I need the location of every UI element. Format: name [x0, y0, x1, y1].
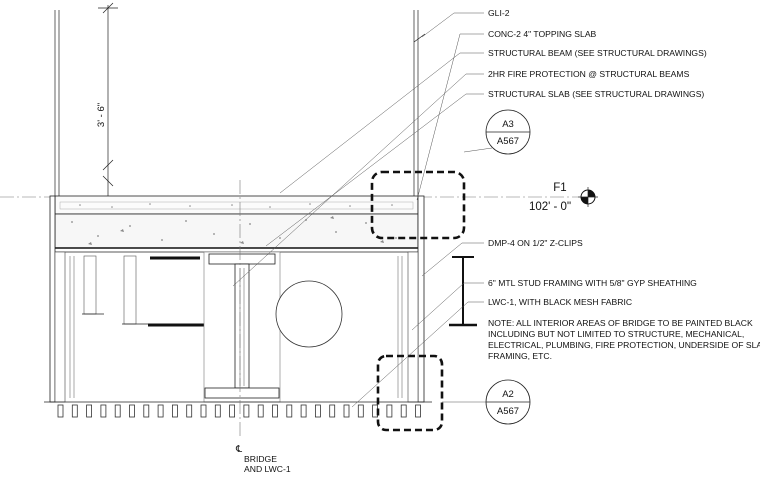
note-gli: GLI-2: [488, 8, 510, 18]
centerline-symbol: ℄: [235, 444, 243, 455]
detail-callout-box-a3[interactable]: [370, 170, 466, 240]
mesh-fabric: [44, 401, 432, 418]
mesh-clip: [171, 404, 178, 418]
note-paint-line-2: INCLUDING BUT NOT LIMITED TO STRUCTURE, …: [488, 329, 744, 339]
leader-lines: [232, 12, 493, 408]
note-dmp: DMP-4 ON 1/2" Z-CLIPS: [488, 238, 583, 248]
mesh-clip: [257, 404, 264, 418]
mesh-clip: [129, 404, 135, 418]
mesh-clip: [214, 404, 221, 418]
level-target-icon: [578, 187, 598, 207]
level-name: F1: [553, 182, 566, 194]
mesh-clip: [357, 404, 364, 418]
mesh-clip: [272, 404, 278, 418]
concrete-hatch: [71, 203, 397, 245]
guardrail-left: [54, 10, 60, 196]
note-lwc: LWC-1, WITH BLACK MESH FABRIC: [488, 297, 632, 307]
detail-tag-a2[interactable]: A2 A567: [485, 379, 531, 425]
mesh-clip: [329, 404, 336, 418]
mesh-clip: [243, 404, 250, 418]
annotation-notes: GLI-2 CONC-2 4" TOPPING SLAB STRUCTURAL …: [488, 8, 760, 361]
centerline-line-1: BRIDGE: [244, 454, 277, 464]
structural-beam: [203, 251, 281, 403]
mesh-clip: [86, 404, 92, 418]
mesh-clip: [300, 404, 307, 418]
dimension-line: 3' - 6": [96, 2, 118, 196]
duct-circle: [275, 280, 343, 348]
mesh-clip: [286, 404, 293, 418]
mesh-clip: [114, 404, 121, 418]
level-marker: F1 102' - 0": [529, 182, 598, 213]
structural-slab: [50, 213, 424, 253]
centerline-line-2: AND LWC-1: [244, 464, 291, 474]
note-paint-line-3: ELECTRICAL, PLUMBING, FIRE PROTECTION, U…: [488, 340, 760, 350]
mesh-clip: [71, 404, 78, 418]
level-elevation: 102' - 0": [529, 201, 571, 213]
note-fire-protection: 2HR FIRE PROTECTION @ STRUCTURAL BEAMS: [488, 69, 690, 79]
mesh-clip: [415, 404, 421, 418]
mesh-clip: [229, 404, 236, 418]
secondary-beams: [82, 255, 205, 327]
guardrail-right: [413, 10, 419, 196]
mesh-clip: [157, 404, 164, 418]
note-paint-line-1: NOTE: ALL INTERIOR AREAS OF BRIDGE TO BE…: [488, 318, 753, 328]
detail-tag-a3[interactable]: A3 A567: [485, 109, 531, 155]
note-paint-line-4: FRAMING, ETC.: [488, 351, 552, 361]
mesh-clip: [200, 404, 207, 418]
note-stud-framing: 6" MTL STUD FRAMING WITH 5/8" GYP SHEATH…: [488, 278, 697, 288]
dimension-label: 3' - 6": [96, 103, 107, 127]
detail-callout-box-a2[interactable]: [376, 354, 444, 432]
mesh-clip: [400, 404, 407, 418]
mesh-clip: [314, 404, 321, 418]
detail-tag-a3-detail: A3: [502, 119, 514, 130]
mesh-clip: [57, 404, 64, 418]
detail-tag-a3-sheet: A567: [497, 136, 519, 147]
mesh-clip: [343, 404, 350, 418]
detail-tag-a2-detail: A2: [502, 389, 514, 400]
mesh-clip: [186, 404, 193, 418]
centerline: ℄ BRIDGE AND LWC-1: [235, 180, 291, 474]
note-structural-slab: STRUCTURAL SLAB (SEE STRUCTURAL DRAWINGS…: [488, 89, 704, 99]
detail-tag-a2-sheet: A567: [497, 406, 519, 417]
note-topping-slab: CONC-2 4" TOPPING SLAB: [488, 29, 597, 39]
topping-slab: [54, 195, 419, 215]
stud-profile-icon: [449, 256, 477, 327]
mesh-clip: [100, 404, 107, 418]
mesh-clip: [143, 404, 150, 418]
note-structural-beam: STRUCTURAL BEAM (SEE STRUCTURAL DRAWINGS…: [488, 48, 707, 58]
mesh-clip: [386, 404, 393, 418]
